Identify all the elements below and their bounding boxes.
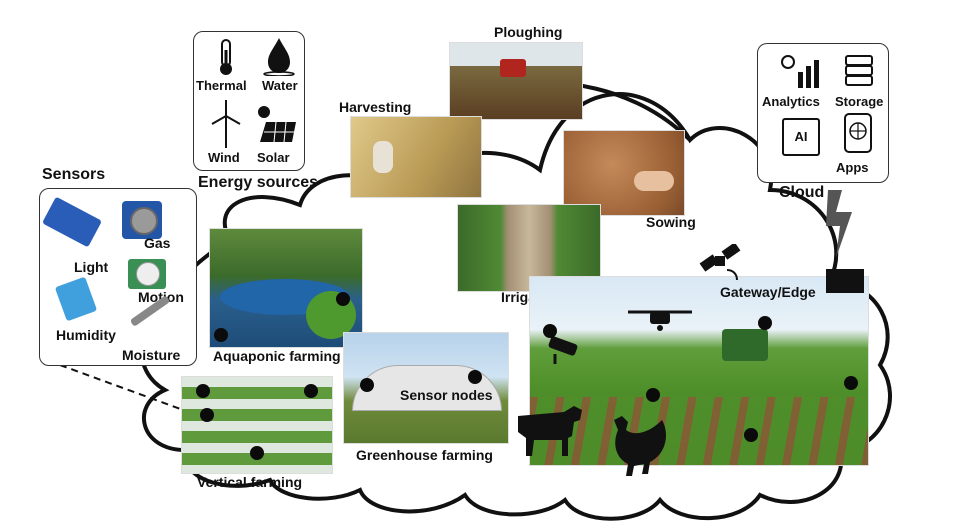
sensor-node-dot — [468, 370, 482, 384]
security-camera-icon — [548, 336, 578, 364]
motion-sensor-icon — [128, 259, 166, 289]
ai-chip-icon: AI — [782, 118, 820, 156]
sensors-title: Sensors — [42, 166, 106, 183]
sensor-nodes-label: Sensor nodes — [400, 387, 493, 403]
harvesting-photo — [350, 116, 482, 198]
sensor-node-dot — [250, 446, 264, 460]
energy-sources-panel: Thermal Water Wind Solar — [193, 31, 305, 171]
energy-item-water: Water — [262, 78, 298, 93]
sensor-item-humidity: Humidity — [56, 327, 116, 343]
cloud-item-analytics: Analytics — [762, 94, 820, 109]
thermometer-icon — [220, 39, 232, 75]
sensor-node-dot — [336, 292, 350, 306]
cloud-title: Cloud — [779, 184, 825, 201]
sensors-panel: Gas Light Motion Humidity Moisture — [39, 188, 197, 366]
tractor-icon — [722, 329, 768, 361]
satellite-icon — [699, 244, 741, 281]
sensor-item-gas: Gas — [144, 235, 171, 251]
sensor-node-dot — [744, 428, 758, 442]
cloud-services-panel: Analytics Storage AI Apps — [757, 43, 889, 183]
energy-item-solar: Solar — [257, 150, 290, 165]
cloud-item-storage: Storage — [835, 94, 884, 109]
ploughing-label: Ploughing — [494, 24, 563, 40]
sensor-node-dot — [360, 378, 374, 392]
sensor-node-dot — [646, 388, 660, 402]
aquaponic-photo — [209, 228, 363, 348]
sensor-item-light: Light — [74, 259, 109, 275]
aquaponic-label: Aquaponic farming — [213, 348, 341, 364]
sensor-node-dot — [200, 408, 214, 422]
storage-icon — [845, 55, 873, 86]
sensor-node-dot — [196, 384, 210, 398]
energy-sources-title: Energy sources — [198, 174, 319, 191]
harvesting-label: Harvesting — [339, 99, 412, 115]
vertical-farming-label: Vertical farming — [197, 474, 303, 490]
sensor-node-dot — [844, 376, 858, 390]
cloud-item-ai: AI — [794, 129, 808, 144]
chicken-icon — [614, 416, 666, 476]
energy-item-thermal: Thermal — [196, 78, 247, 93]
cow-icon — [518, 406, 582, 456]
gateway-device-icon — [826, 269, 864, 293]
sowing-photo — [563, 130, 685, 216]
sensor-node-dot — [758, 316, 772, 330]
field-photo — [529, 276, 869, 466]
apps-phone-icon — [844, 113, 872, 153]
light-sensor-icon — [42, 196, 102, 248]
ploughing-photo — [449, 42, 583, 120]
sensor-node-dot — [304, 384, 318, 398]
sensor-item-moisture: Moisture — [122, 347, 181, 363]
sensor-node-dot — [543, 324, 557, 338]
cloud-item-apps: Apps — [836, 160, 869, 175]
humidity-sensor-icon — [54, 276, 98, 322]
sensor-node-dot — [214, 328, 228, 342]
drone-icon — [628, 310, 692, 331]
wind-turbine-icon — [211, 100, 241, 148]
energy-item-wind: Wind — [208, 150, 240, 165]
sowing-label: Sowing — [646, 214, 696, 230]
gas-sensor-icon — [122, 201, 162, 239]
analytics-icon — [781, 55, 819, 88]
solar-panel-icon — [258, 106, 296, 143]
water-drop-icon — [263, 38, 295, 76]
gateway-label: Gateway/Edge — [720, 284, 816, 300]
greenhouse-label: Greenhouse farming — [356, 447, 493, 463]
